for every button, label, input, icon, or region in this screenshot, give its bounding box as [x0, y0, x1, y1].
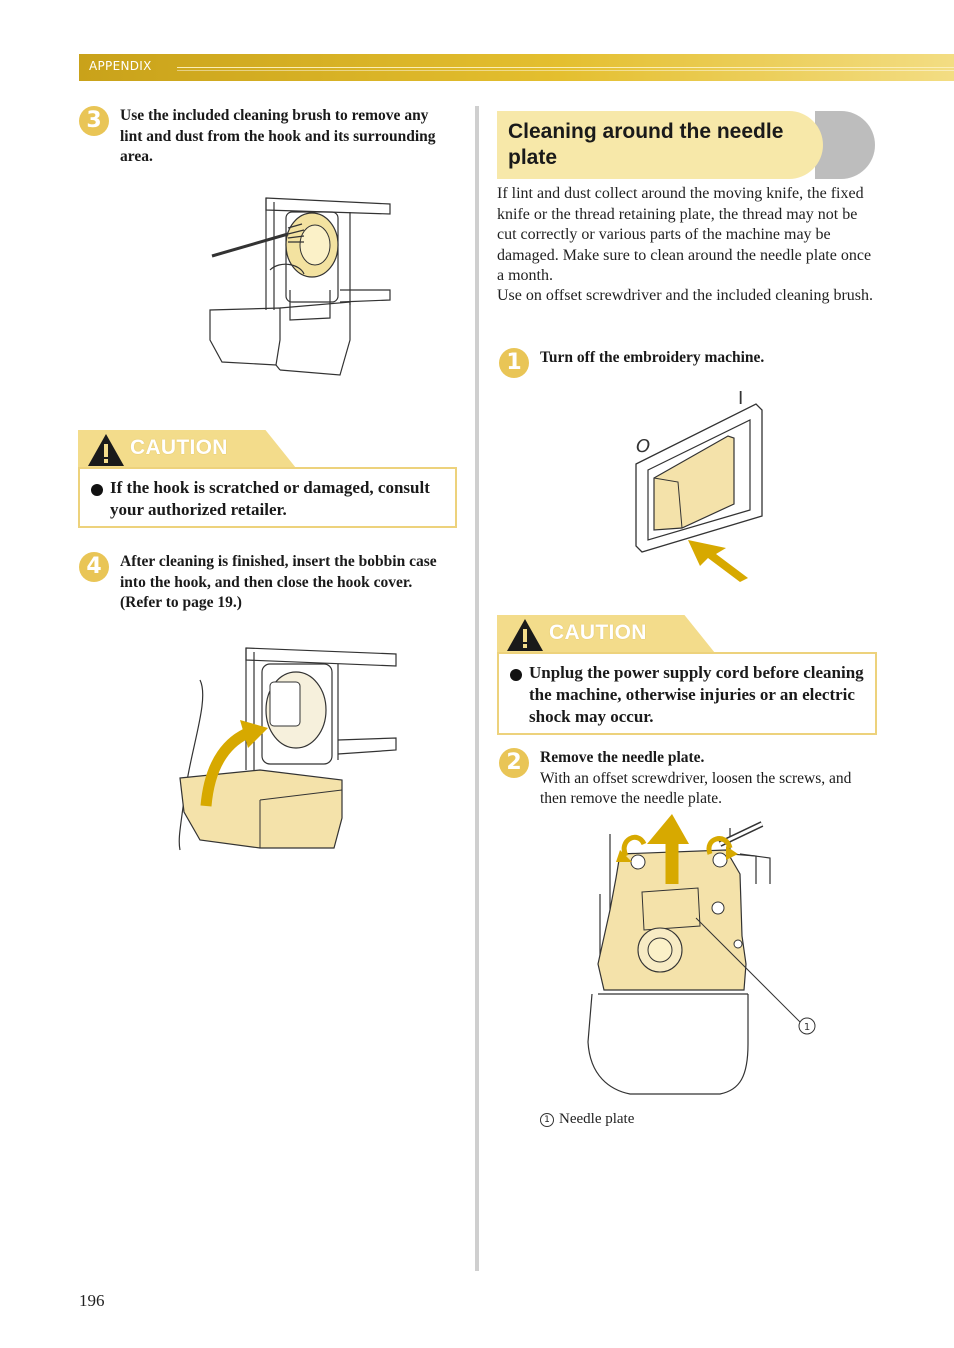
step-number-badge: 3 — [79, 106, 109, 136]
legend-text: Needle plate — [559, 1111, 635, 1127]
section-label: APPENDIX — [89, 59, 152, 73]
step-2: 2 Remove the needle plate. With an offse… — [499, 748, 879, 812]
step-title: Remove the needle plate. — [540, 749, 705, 766]
caution-text: Unplug the power supply cord before clea… — [529, 663, 864, 726]
caution-tab: CAUTION — [497, 615, 715, 653]
bullet-icon — [510, 669, 522, 681]
step-body: With an offset screwdriver, loosen the s… — [540, 769, 852, 808]
section-pill: Cleaning around the needle plate — [497, 111, 823, 179]
step-text: Turn off the embroidery machine. — [540, 349, 765, 366]
step-4: 4 After cleaning is finished, insert the… — [79, 552, 459, 616]
switch-on-label: I — [738, 388, 743, 409]
caution-box: If the hook is scratched or damaged, con… — [78, 467, 457, 528]
header-bar: APPENDIX — [79, 54, 954, 81]
page-number: 196 — [79, 1291, 105, 1310]
caution-title: CAUTION — [130, 436, 228, 459]
needle-plate-removal-illustration: 1 — [587, 814, 816, 1095]
column-divider — [475, 106, 479, 1271]
header-rule-2 — [177, 70, 954, 71]
warning-triangle-icon — [507, 619, 543, 651]
header-rule — [177, 67, 954, 68]
step-number-badge: 2 — [499, 748, 529, 778]
step-text: Remove the needle plate. With an offset … — [540, 748, 875, 810]
caution-tab: CAUTION — [78, 430, 296, 468]
step-3: 3 Use the included cleaning brush to rem… — [79, 106, 459, 170]
step-text: After cleaning is finished, insert the b… — [120, 553, 437, 611]
bullet-icon — [91, 484, 103, 496]
step-1: 1 Turn off the embroidery machine. — [499, 348, 879, 382]
caution-block-hook: CAUTION If the hook is scratched or dama… — [78, 430, 457, 528]
section-tab-decoration — [815, 111, 875, 179]
callout-number: 1 — [804, 1022, 810, 1033]
hook-cover-close-illustration — [178, 647, 397, 851]
warning-triangle-icon — [88, 434, 124, 466]
step-number-badge: 4 — [79, 552, 109, 582]
intro-paragraph-2: Use on offset screwdriver and the includ… — [497, 287, 874, 304]
step-text: Use the included cleaning brush to remov… — [120, 107, 436, 165]
caution-title: CAUTION — [549, 621, 647, 644]
step-number-badge: 1 — [499, 348, 529, 378]
caution-text: If the hook is scratched or damaged, con… — [110, 478, 430, 519]
section-heading: Cleaning around the needle plate — [497, 111, 875, 179]
section-title: Cleaning around the needle plate — [508, 120, 784, 169]
caution-block-power: CAUTION Unplug the power supply cord bef… — [497, 615, 877, 735]
legend-number: 1 — [540, 1113, 554, 1127]
power-switch-illustration: I O — [635, 388, 763, 582]
hook-cleaning-illustration — [209, 197, 391, 376]
figure-legend: 1 Needle plate — [540, 1111, 634, 1128]
caution-box: Unplug the power supply cord before clea… — [497, 652, 877, 735]
switch-off-label: O — [636, 436, 650, 457]
intro-paragraph-1: If lint and dust collect around the movi… — [497, 185, 872, 284]
